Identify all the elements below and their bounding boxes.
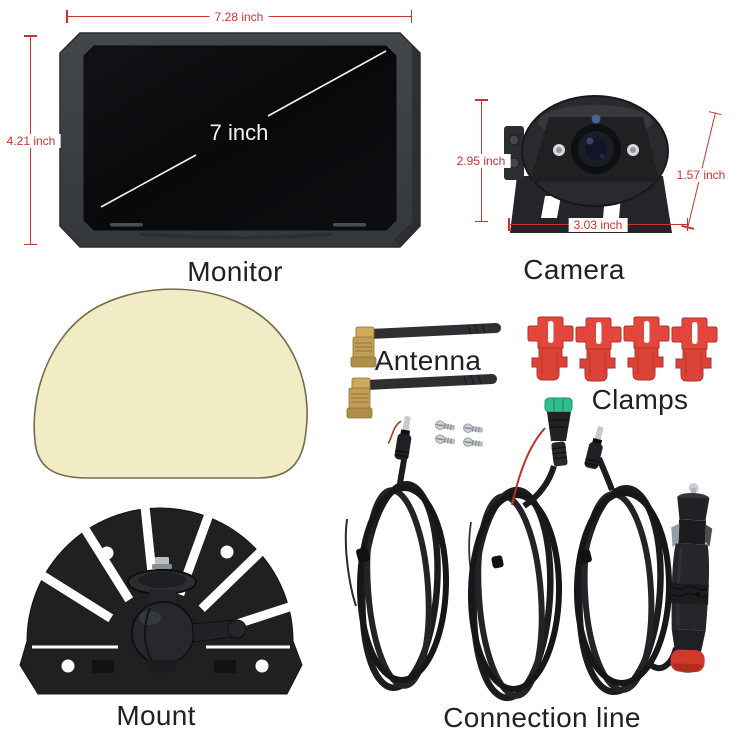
- cigarette-lighter-plug: [670, 482, 713, 673]
- mount-ball-head: [127, 557, 247, 673]
- power-red-wire: [511, 427, 546, 506]
- clamps-label: Clamps: [591, 384, 689, 415]
- monitor-width-label: 7.28 inch: [209, 10, 269, 24]
- cable-3-photo: [573, 426, 713, 696]
- mount-label: Mount: [116, 700, 196, 731]
- monitor-label: Monitor: [187, 256, 283, 287]
- antenna-photo-1: [350, 323, 501, 368]
- monitor-screen-size-label: 7 inch: [209, 120, 269, 145]
- dc-plug: [387, 416, 412, 461]
- monitor-height-label: 4.21 inch: [1, 134, 61, 148]
- camera-width-label: 3.03 inch: [568, 218, 628, 232]
- cable-2-photo: [467, 397, 573, 702]
- screws-photo: [435, 420, 484, 447]
- terminal-connector: [544, 397, 573, 467]
- clamps-photo: [527, 316, 718, 382]
- adhesive-pad-photo: [33, 288, 308, 479]
- camera-photo: [504, 95, 672, 233]
- monitor-photo: [59, 32, 421, 248]
- cable-1-photo: [344, 416, 450, 692]
- mount-photo: [19, 503, 303, 695]
- antenna-photo-2: [346, 374, 497, 419]
- connection-line-label: Connection line: [443, 702, 641, 733]
- monitor-diagonal-line: [100, 50, 387, 208]
- camera-lens: [571, 124, 621, 174]
- camera-label: Camera: [523, 254, 625, 285]
- camera-height-label: 2.95 inch: [451, 154, 511, 168]
- camera-light-sensor: [591, 114, 601, 124]
- camera-depth-label: 1.57 inch: [671, 168, 731, 182]
- antenna-label: Antenna: [374, 345, 482, 376]
- dc-plug: [584, 426, 604, 470]
